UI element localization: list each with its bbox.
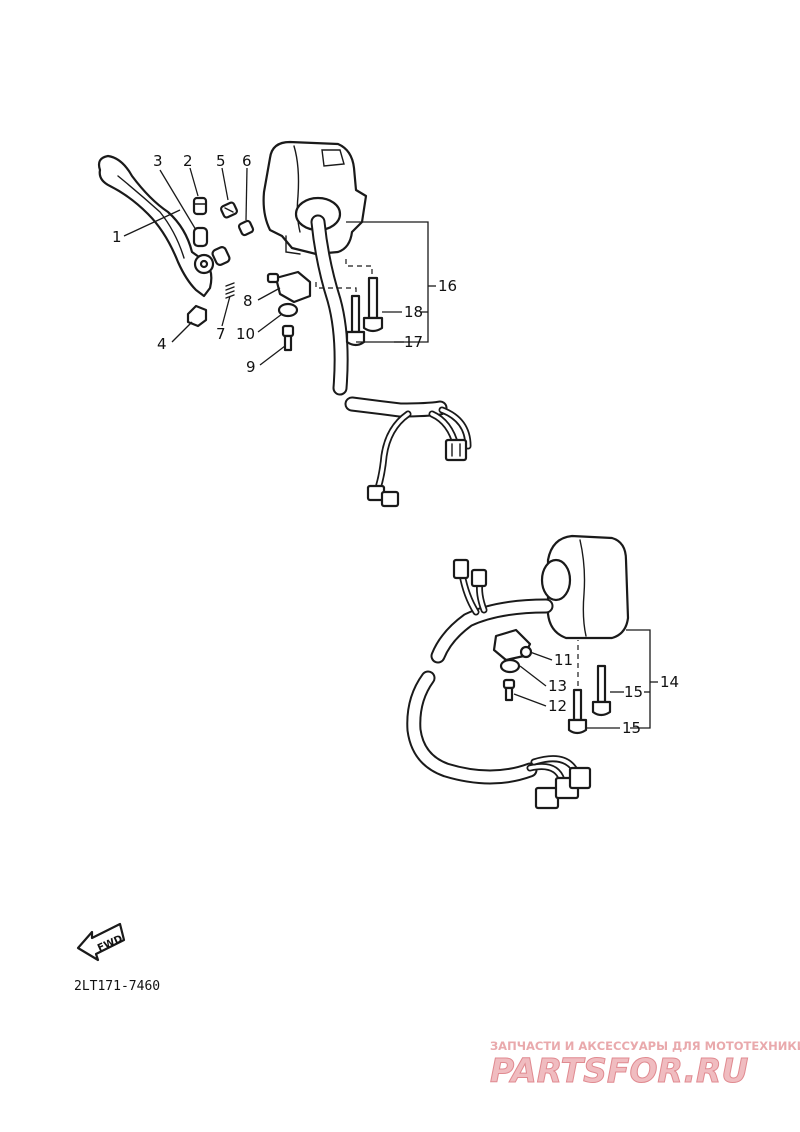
label-4: 4: [157, 335, 167, 353]
washer: [277, 302, 299, 318]
diagram-code: 2LT171-7460: [74, 979, 160, 994]
label-9: 9: [246, 358, 256, 376]
label-15b: 15: [622, 719, 641, 737]
label-18: 18: [404, 303, 423, 321]
label-10: 10: [236, 325, 255, 343]
left-wiring-harness: [310, 214, 472, 508]
label-13: 13: [548, 677, 567, 695]
lever-pivot-piece: [211, 246, 231, 266]
watermark-logo: ЗАПЧАСТИ И АКСЕССУАРЫ ДЛЯ МОТОТЕХНИКИ PA…: [490, 1039, 800, 1091]
right-wiring-harness: [406, 558, 592, 810]
watermark-tagline: ЗАПЧАСТИ И АКСЕССУАРЫ ДЛЯ МОТОТЕХНИКИ: [490, 1039, 800, 1053]
lever-nut: [186, 304, 208, 328]
switch-screw: [281, 324, 295, 352]
label-11: 11: [554, 651, 573, 669]
label-5: 5: [216, 152, 226, 170]
adjuster-nut: [237, 219, 255, 237]
left-screws: [315, 256, 384, 347]
right-screws: [567, 640, 612, 735]
lever-collar: [192, 226, 209, 248]
front-brake-switch: [492, 628, 533, 662]
right-leader-lines: [513, 629, 658, 729]
right-handlebar-switch: [540, 534, 630, 640]
label-15a: 15: [624, 683, 643, 701]
brake-switch-washer: [499, 658, 521, 674]
lever-spring: [225, 282, 235, 299]
label-1: 1: [112, 228, 122, 246]
label-8: 8: [243, 292, 253, 310]
label-7: 7: [216, 325, 226, 343]
lever-bolt: [192, 196, 208, 216]
left-leader-lines: [123, 167, 436, 366]
clutch-lever: [97, 154, 215, 298]
label-3: 3: [153, 152, 163, 170]
watermark-logo-text: PARTSFOR.RU: [490, 1051, 748, 1090]
clutch-switch: [266, 270, 312, 304]
forward-arrow-icon: FWD: [76, 922, 126, 962]
brake-switch-screw: [502, 678, 516, 702]
label-17: 17: [404, 333, 423, 351]
left-handlebar-switch: [262, 140, 368, 256]
adjuster-screw: [220, 201, 238, 219]
label-14: 14: [660, 673, 679, 691]
label-2: 2: [183, 152, 193, 170]
label-6: 6: [242, 152, 252, 170]
label-16: 16: [438, 277, 457, 295]
label-12: 12: [548, 697, 567, 715]
